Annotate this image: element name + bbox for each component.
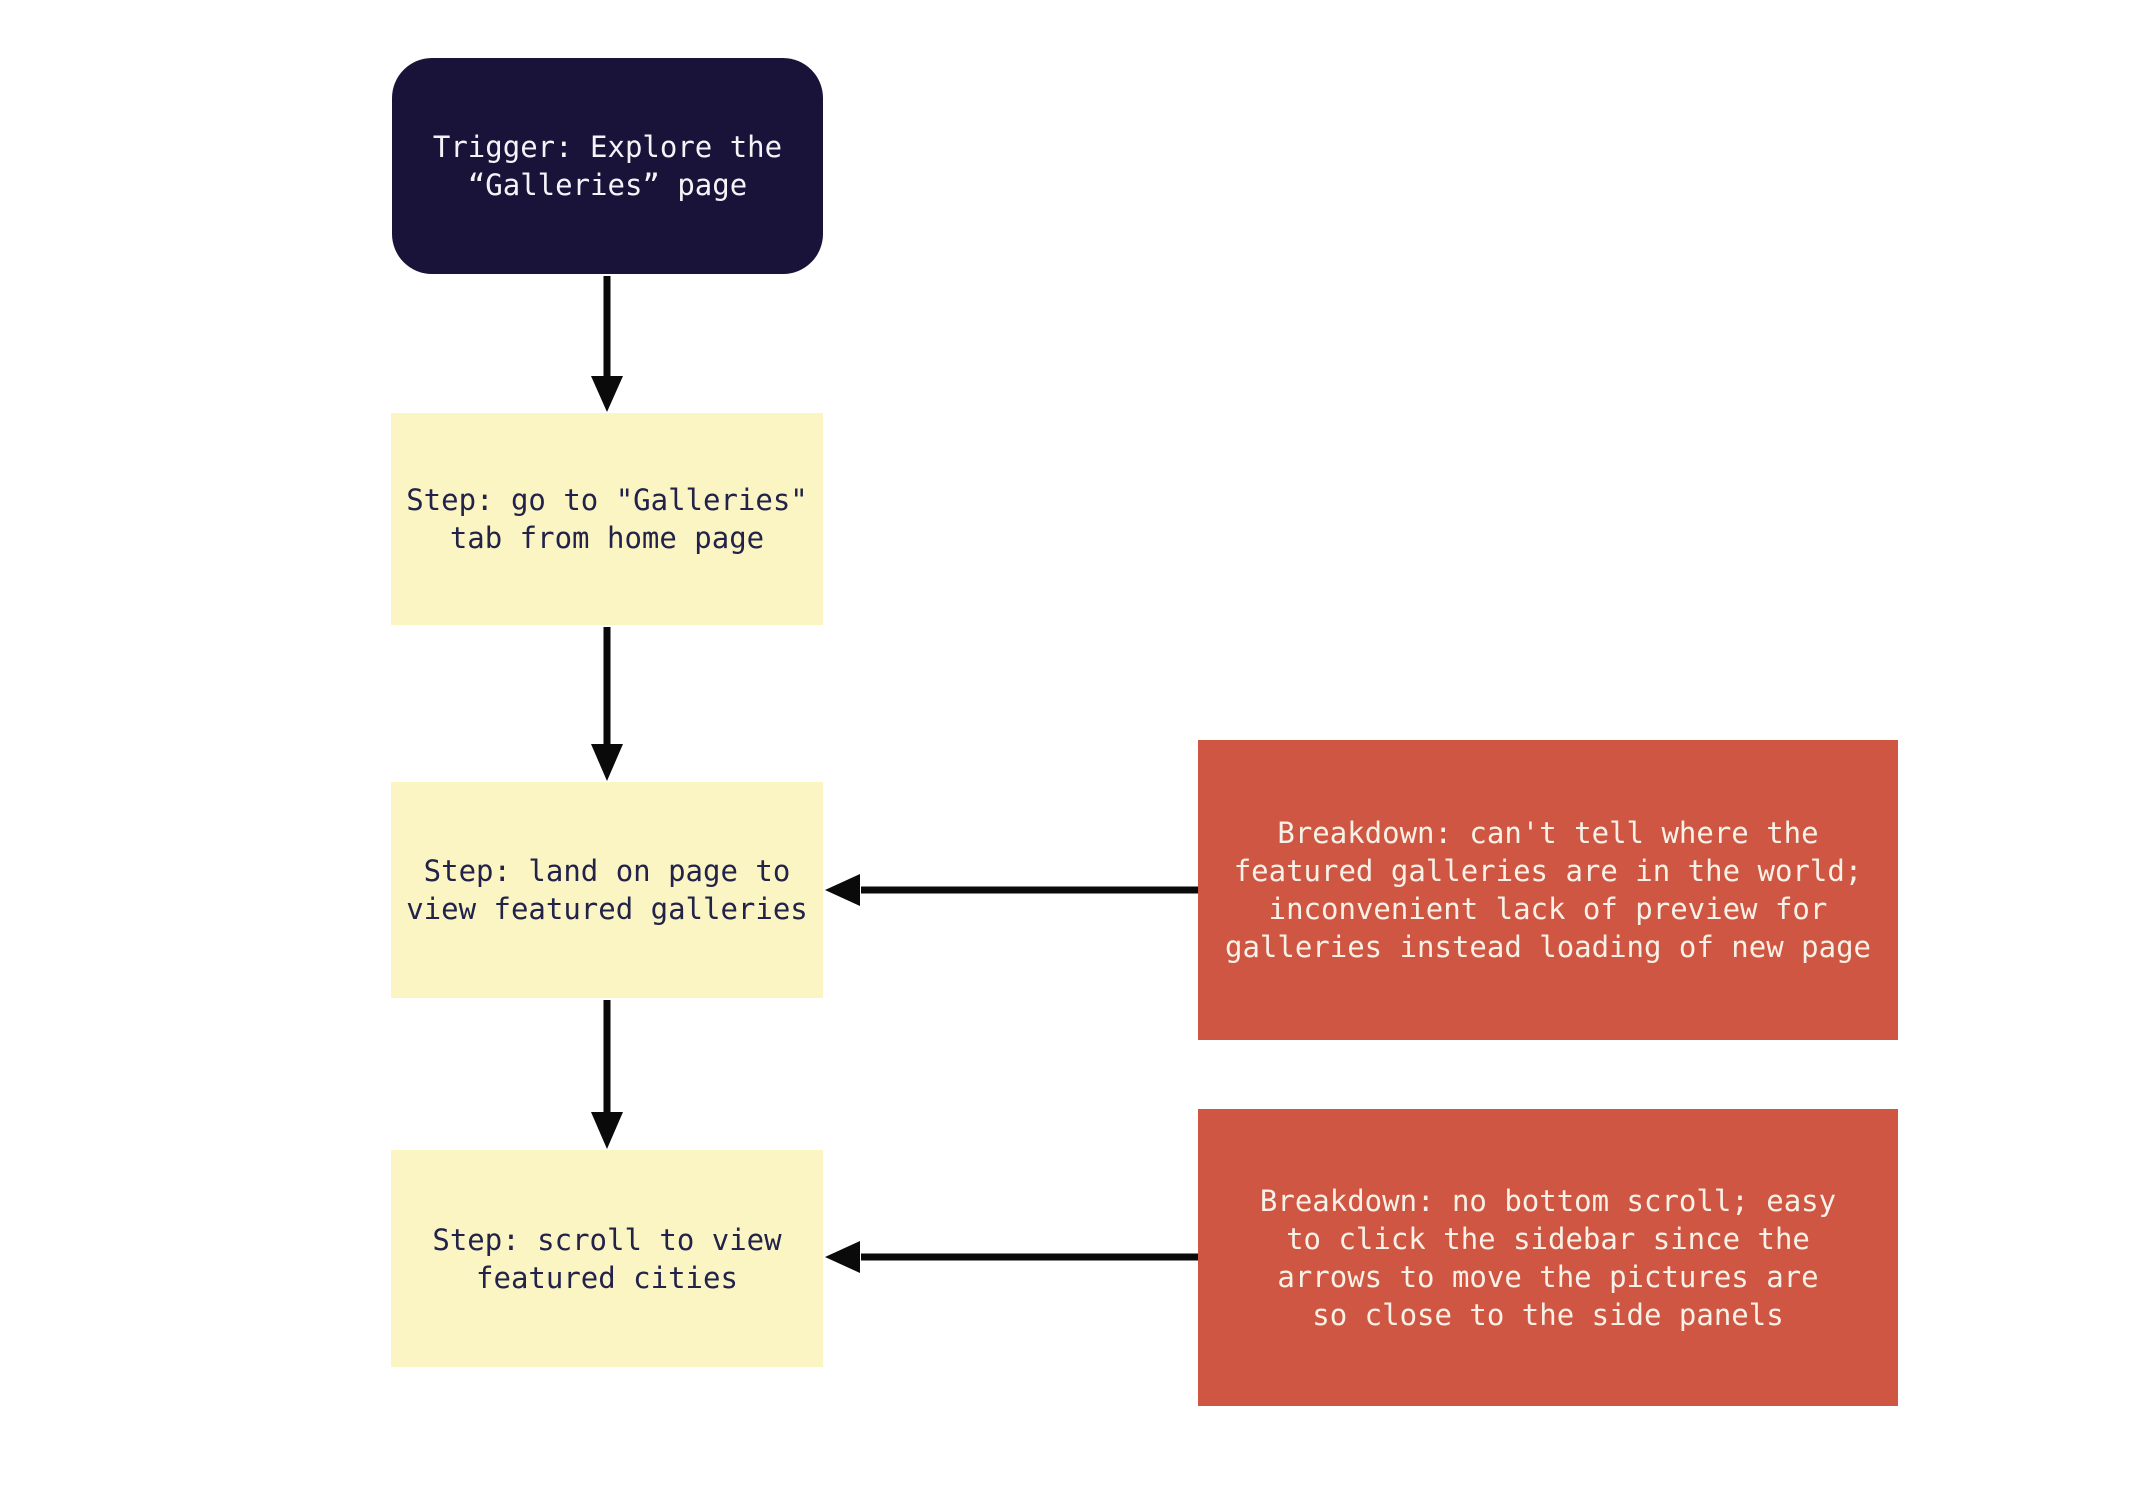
breakdown-node-1: Breakdown: can't tell where the featured… xyxy=(1198,740,1898,1040)
step-node-3: Step: scroll to view featured cities xyxy=(391,1150,823,1367)
arrow-trigger-to-step1 xyxy=(591,276,623,412)
step-node-1: Step: go to "Galleries" tab from home pa… xyxy=(391,413,823,625)
trigger-node: Trigger: Explore the “Galleries” page xyxy=(392,58,823,274)
step-2-label: Step: land on page to view featured gall… xyxy=(406,854,808,926)
step-1-label: Step: go to "Galleries" tab from home pa… xyxy=(406,483,808,555)
arrow-breakdown2-to-step3 xyxy=(825,1241,1198,1273)
step-3-label: Step: scroll to view featured cities xyxy=(432,1222,782,1295)
trigger-label: Trigger: Explore the “Galleries” page xyxy=(432,130,783,202)
arrow-step1-to-step2 xyxy=(591,627,623,781)
step-node-2: Step: land on page to view featured gall… xyxy=(391,782,823,998)
arrow-step2-to-step3 xyxy=(591,1000,623,1149)
breakdown-2-label: Breakdown: no bottom scroll; easy to cli… xyxy=(1259,1183,1837,1332)
arrow-breakdown1-to-step2 xyxy=(825,874,1198,906)
breakdown-node-2: Breakdown: no bottom scroll; easy to cli… xyxy=(1198,1109,1898,1406)
breakdown-1-label: Breakdown: can't tell where the featured… xyxy=(1224,816,1871,964)
